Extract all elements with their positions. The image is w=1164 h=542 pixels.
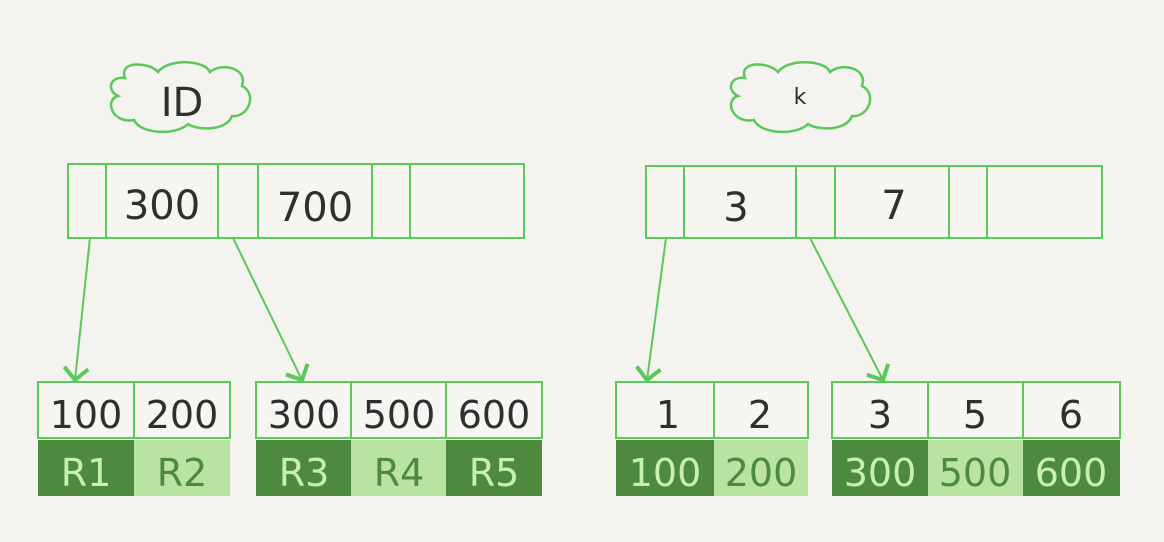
- pointer-arrow: [809, 237, 891, 383]
- value-cell-dark: [1023, 440, 1120, 496]
- leaf-key: 3: [868, 393, 892, 437]
- leaf-key: 2: [748, 393, 772, 437]
- right-tree: k 3 7 1 2 100 200 3 5: [615, 61, 1121, 496]
- value-cell-dark: [256, 440, 351, 496]
- pointer-arrow: [62, 237, 91, 383]
- value-cell-dark: [446, 440, 542, 496]
- value-cell-light: [351, 440, 446, 496]
- root-node: 300 700: [67, 163, 525, 239]
- leaf-value: 500: [939, 451, 1012, 495]
- leaf-node: 100 200 R1 R2: [37, 381, 231, 496]
- leaf-key: 100: [50, 393, 123, 437]
- left-tree: ID 300 700 100 200 R1 R2: [37, 61, 543, 496]
- leaf-value: 200: [725, 451, 798, 495]
- leaf-key: 600: [458, 393, 531, 437]
- leaf-key: 5: [963, 393, 987, 437]
- value-cell-light: [714, 440, 808, 496]
- leaf-key: 300: [268, 393, 341, 437]
- root-key: 3: [723, 185, 748, 231]
- leaf-value: 600: [1035, 451, 1108, 495]
- tree-label: ID: [161, 80, 204, 126]
- cloud-shape: [109, 61, 252, 134]
- tree-label: k: [794, 85, 807, 110]
- leaf-value: R2: [157, 451, 208, 495]
- value-cell-dark: [616, 440, 714, 496]
- leaf-node: 300 500 600 R3 R4 R5: [255, 381, 543, 496]
- leaf-value: 300: [844, 451, 917, 495]
- cloud-shape: [729, 61, 872, 134]
- leaf-key: 6: [1059, 393, 1083, 437]
- value-cell-light: [928, 440, 1023, 496]
- leaf-value: R1: [61, 451, 112, 495]
- leaf-node: 1 2 100 200: [615, 381, 809, 496]
- root-key: 300: [124, 183, 200, 229]
- leaf-value: R4: [374, 451, 425, 495]
- root-node: 3 7: [645, 165, 1103, 239]
- pointer-arrow: [635, 237, 667, 383]
- leaf-key: 500: [363, 393, 436, 437]
- root-key: 7: [881, 183, 906, 229]
- leaf-value: R3: [279, 451, 330, 495]
- leaf-key: 1: [656, 393, 680, 437]
- pointer-arrow: [232, 237, 310, 383]
- value-cell-dark: [38, 440, 134, 496]
- value-cell-light: [134, 440, 230, 496]
- root-key: 700: [277, 185, 353, 231]
- leaf-value: R5: [469, 451, 520, 495]
- value-cell-dark: [832, 440, 928, 496]
- leaf-node: 3 5 6 300 500 600: [831, 381, 1121, 496]
- leaf-key: 200: [146, 393, 219, 437]
- leaf-value: 100: [629, 451, 702, 495]
